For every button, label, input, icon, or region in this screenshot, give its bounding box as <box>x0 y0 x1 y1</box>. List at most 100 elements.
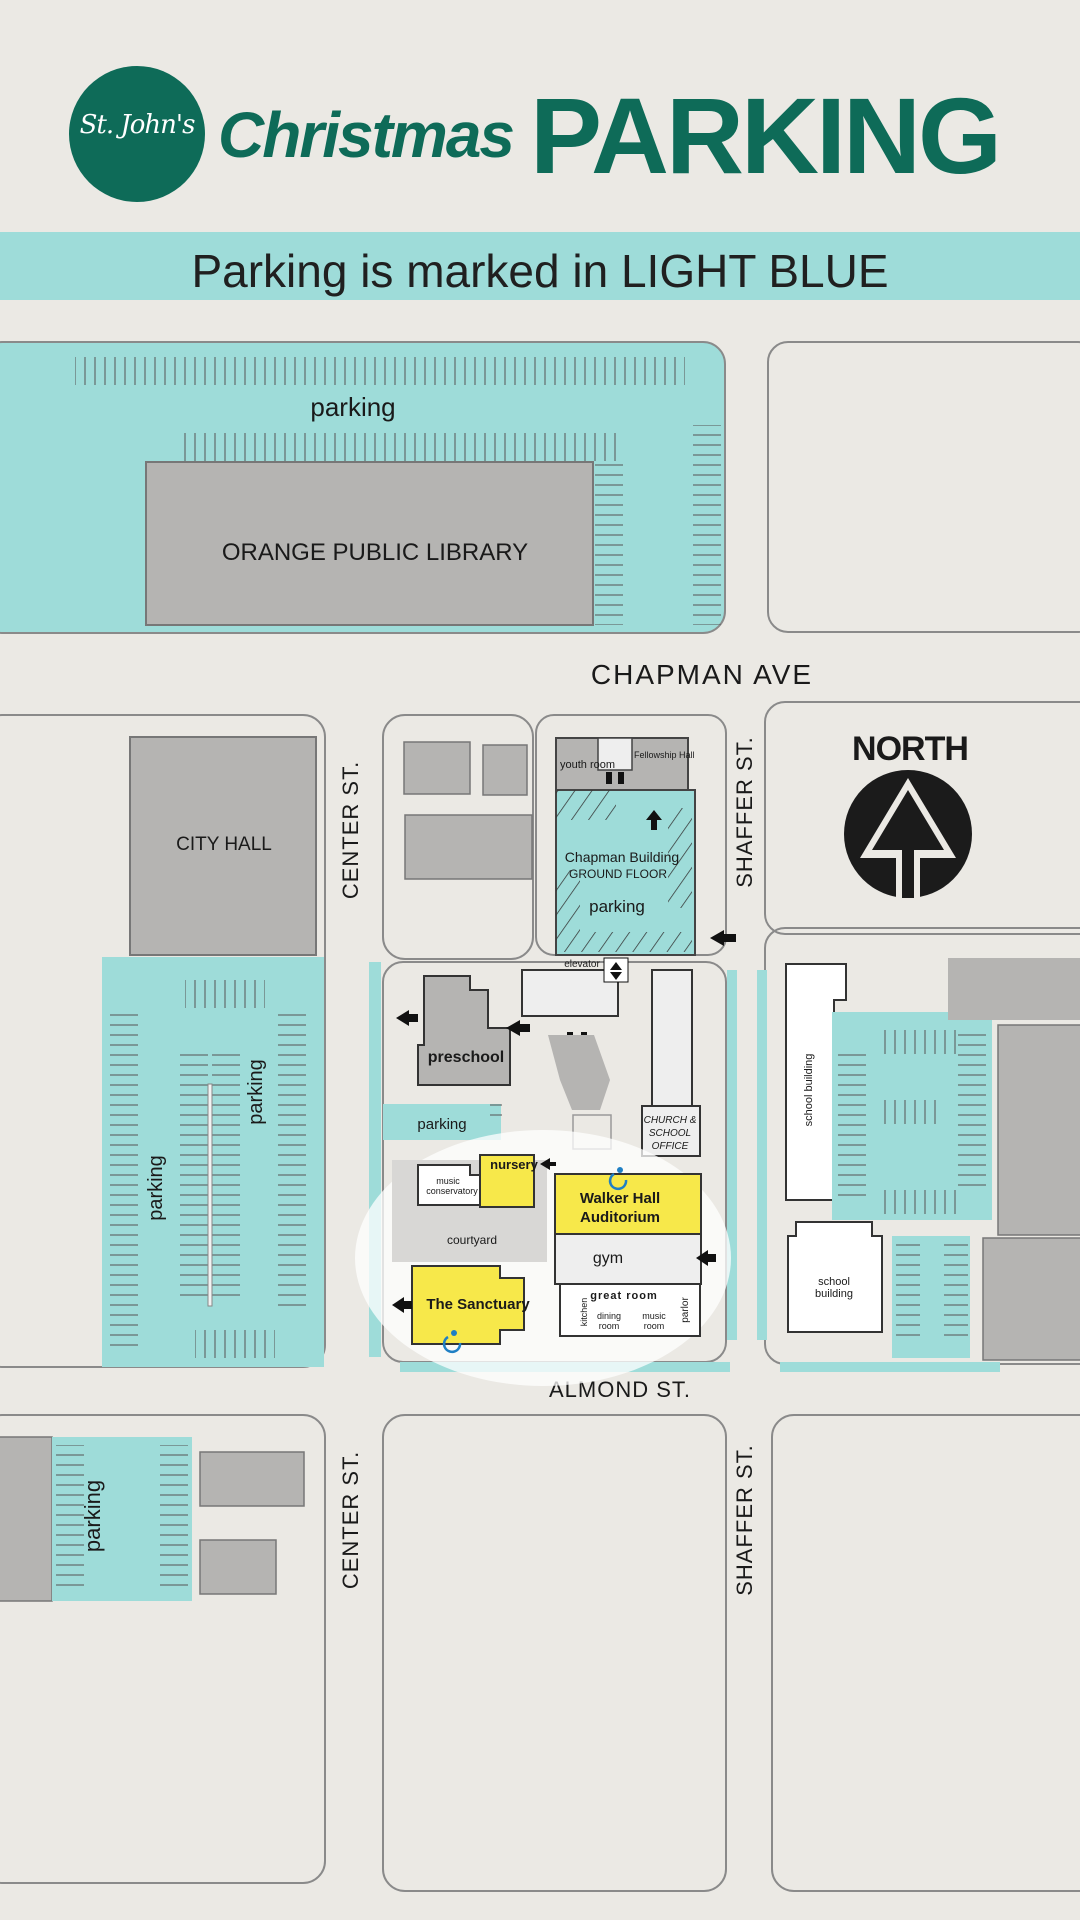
chapman-stalls-b <box>556 870 580 952</box>
accessible-entrance-icon <box>442 1330 462 1354</box>
title-parking: PARKING <box>530 75 1002 196</box>
kitchen-label: kitchen <box>579 1298 589 1327</box>
preschool-parking-label: parking <box>417 1116 466 1133</box>
city-blocks <box>0 341 1080 1892</box>
church-office-label-1: CHURCH & <box>644 1115 697 1126</box>
east-lot-stalls-top <box>878 1030 958 1054</box>
city-hall-label: CITY HALL <box>176 834 272 855</box>
block-east-north <box>764 701 1080 935</box>
east-south-stalls-w <box>896 1244 920 1344</box>
school-building-east <box>785 963 847 1201</box>
west-lot-label-a: parking <box>145 1155 167 1221</box>
great-room-label: great room <box>590 1290 657 1302</box>
legend-banner-text: Parking is marked in LIGHT BLUE <box>191 245 889 297</box>
fellowship-stair <box>597 737 633 771</box>
block-southeast <box>771 1414 1080 1892</box>
church-office-label-2: SCHOOL <box>649 1128 691 1139</box>
east-south-stalls-e <box>944 1244 968 1344</box>
library-label: ORANGE PUBLIC LIBRARY <box>222 539 528 566</box>
chapman-stalls-d <box>668 808 692 908</box>
accessible-parking-icon <box>608 1167 628 1191</box>
center-st-label-north: CENTER ST. <box>338 761 363 899</box>
music-room-label-1: music <box>642 1311 666 1321</box>
east-lot-stalls-mid <box>878 1100 938 1124</box>
preschool-label: preschool <box>428 1049 504 1066</box>
east-lot-stalls-e <box>958 1030 986 1190</box>
gym <box>554 1233 702 1285</box>
nursery-label: nursery <box>490 1157 538 1172</box>
header: St. John's Christmas PARKING <box>0 0 1080 230</box>
logo-text: St. John's <box>79 110 196 140</box>
dining-room-label-1: dining <box>597 1311 621 1321</box>
legend-banner: Parking is marked in LIGHT BLUE <box>0 232 1080 300</box>
southwest-parking-label: parking <box>80 1480 105 1552</box>
walker-hall-auditorium <box>554 1173 702 1235</box>
library-lot-stalls-east2 <box>595 460 623 625</box>
block-northcenter <box>382 714 534 960</box>
fellowship-hall-label: Fellowship Hall <box>634 750 695 760</box>
sanctuary-label: The Sanctuary <box>426 1296 530 1313</box>
shaffer-st-label-south: SHAFFER ST. <box>732 1444 757 1596</box>
block-southwest <box>0 1414 326 1884</box>
nursery-building <box>479 1154 535 1208</box>
the-sanctuary <box>411 1265 525 1345</box>
great-room <box>559 1283 701 1337</box>
small-building-a <box>403 741 471 795</box>
entry-arrow-icon <box>646 810 662 830</box>
st-johns-logo: St. John's <box>69 66 205 202</box>
north-arrow-icon <box>844 770 972 898</box>
west-lot-stalls-west <box>110 1010 138 1350</box>
school-building-south-label-2: building <box>815 1288 853 1300</box>
entry-arrow-icon <box>392 1297 412 1313</box>
shaffer-st-curb-parking-w <box>727 970 737 1340</box>
chapman-stalls-a <box>556 790 616 820</box>
dining-room-label-2: room <box>599 1321 620 1331</box>
chapman-parking-label: parking <box>589 897 645 916</box>
title-christmas: Christmas <box>218 99 515 171</box>
chapman-stalls-c <box>580 932 692 952</box>
walkway <box>548 1035 610 1110</box>
east-lot-stalls-w <box>838 1050 866 1200</box>
preschool-building <box>417 975 511 1086</box>
restroom-icon <box>606 772 624 784</box>
entry-arrow-icon <box>540 1158 556 1170</box>
southwest-lot-stalls-w <box>56 1445 84 1593</box>
music-conservatory-label-1: music <box>436 1176 460 1186</box>
southwest-building-b <box>199 1451 305 1507</box>
church-office-wing <box>651 969 693 1111</box>
chapman-ave-label: CHAPMAN AVE <box>591 659 813 690</box>
music-room-label-2: room <box>644 1321 665 1331</box>
walker-hall-label-2: Auditorium <box>580 1209 660 1226</box>
school-building-east-label: school building <box>803 1054 815 1127</box>
shaffer-st-curb-parking-e <box>757 970 767 1340</box>
library-lot-stalls-east <box>693 425 721 625</box>
library-parking-label: parking <box>310 392 395 422</box>
block-northeast <box>767 341 1080 633</box>
entry-arrow-icon <box>396 1010 418 1026</box>
entry-arrow-icon <box>506 1020 530 1036</box>
west-lot-label-b: parking <box>245 1059 267 1125</box>
school-building-south <box>787 1221 883 1333</box>
small-building-c <box>404 814 533 880</box>
east-lot-stalls-bottom <box>878 1190 958 1214</box>
youth-room-label: youth room <box>560 759 615 771</box>
west-lot-stalls-midw <box>180 1050 208 1300</box>
southwest-lot-stalls-e <box>160 1445 188 1593</box>
school-building-south-label-1: school <box>818 1276 850 1288</box>
west-lot-stalls-bottom <box>195 1330 275 1358</box>
west-lot-stalls-top <box>185 980 265 1008</box>
west-lot-stalls-east <box>278 1010 306 1310</box>
east-building-a <box>948 958 1080 1020</box>
church-office-label-3: OFFICE <box>652 1141 689 1152</box>
shaffer-st-label-north: SHAFFER ST. <box>732 736 757 888</box>
entry-arrow-icon <box>696 1250 716 1266</box>
music-conservatory-label-2: conservatory <box>426 1186 478 1196</box>
west-lot-median <box>207 1083 213 1307</box>
city-hall <box>129 736 317 956</box>
north-label: NORTH <box>852 730 968 768</box>
small-building-b <box>482 744 528 796</box>
southwest-building-a <box>0 1436 53 1602</box>
gym-label: gym <box>593 1250 623 1267</box>
church-school-office <box>641 1105 701 1157</box>
